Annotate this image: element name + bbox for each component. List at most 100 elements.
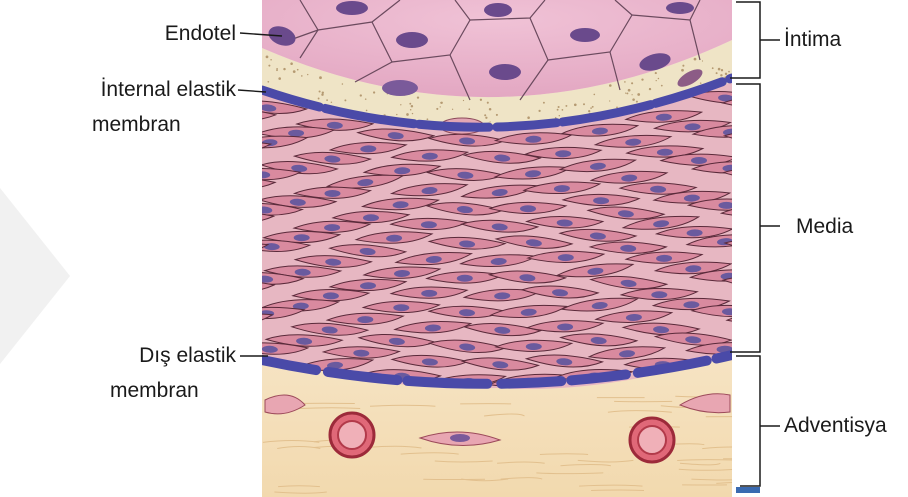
texture-dot [558, 106, 560, 108]
adventitia-vessel-right [630, 418, 674, 462]
texture-dot [632, 94, 633, 95]
texture-dot [487, 102, 489, 104]
texture-dot [543, 102, 545, 104]
texture-dot [440, 106, 441, 107]
muscle-nucleus [198, 117, 214, 124]
muscle-nucleus [190, 252, 206, 260]
muscle-nucleus [753, 279, 770, 287]
muscle-nucleus [754, 243, 771, 252]
smooth-muscle-cell [164, 146, 240, 160]
texture-dot [360, 94, 362, 96]
texture-dot [342, 83, 344, 85]
smooth-muscle-cell [723, 97, 799, 108]
texture-dot [452, 109, 453, 110]
texture-dot [574, 103, 577, 106]
texture-dot [609, 84, 612, 87]
texture-dot [409, 103, 411, 105]
texture-dot [728, 71, 730, 73]
muscle-nucleus [225, 144, 241, 151]
texture-dot [293, 70, 296, 73]
texture-dot [527, 116, 530, 119]
muscle-nucleus [226, 317, 243, 325]
muscle-nucleus [363, 214, 379, 221]
texture-dot [489, 108, 492, 111]
texture-dot [366, 110, 368, 112]
texture-dot [718, 68, 721, 71]
label-dis-elastic-line1: Dış elastik [60, 342, 236, 369]
texture-dot [267, 81, 269, 83]
muscle-nucleus [191, 183, 207, 191]
smooth-muscle-cell [727, 310, 803, 325]
texture-dot [319, 76, 322, 79]
smooth-muscle-cell [196, 311, 273, 329]
smooth-muscle-cell [195, 141, 271, 154]
texture-dot [417, 96, 419, 98]
muscle-nucleus [222, 246, 238, 254]
texture-dot [609, 100, 610, 101]
muscle-nucleus [754, 135, 770, 143]
muscle-nucleus [324, 190, 340, 197]
texture-dot [661, 85, 663, 87]
muscle-nucleus [294, 234, 310, 241]
texture-dot [321, 93, 323, 95]
texture-dot [559, 115, 560, 116]
texture-dot [720, 74, 722, 76]
right-brackets [730, 2, 780, 486]
texture-dot [331, 102, 332, 103]
texture-dot [632, 98, 635, 101]
texture-dot [290, 62, 293, 65]
texture-dot [681, 69, 684, 72]
texture-dot [721, 69, 723, 71]
label-intima: İntima [784, 26, 841, 53]
texture-dot [658, 78, 660, 80]
muscle-nucleus [753, 100, 769, 107]
texture-dot [656, 80, 657, 81]
texture-dot [624, 81, 626, 83]
texture-dot [655, 72, 657, 74]
texture-dot [631, 82, 633, 84]
texture-dot [590, 107, 592, 109]
label-internal-elastic-line2: membran [92, 111, 181, 138]
fibroblast-nuclei [450, 434, 470, 442]
texture-dot [592, 106, 594, 108]
texture-dot [344, 99, 346, 101]
smooth-muscle-cell [724, 129, 801, 146]
texture-dot [427, 118, 429, 120]
texture-dot [625, 92, 626, 93]
texture-dot [489, 121, 490, 122]
texture-dot [326, 99, 328, 101]
muscle-nucleus [197, 289, 214, 298]
muscle-nucleus [229, 180, 245, 188]
texture-dot [712, 67, 714, 69]
texture-dot [400, 104, 401, 105]
texture-dot [412, 113, 413, 114]
texture-dot [270, 59, 272, 61]
muscle-nucleus [520, 205, 536, 212]
texture-dot [694, 58, 697, 61]
texture-dot [716, 72, 718, 74]
texture-dot [565, 105, 567, 107]
texture-dot [365, 98, 367, 100]
artery-wall-panel [159, 0, 803, 497]
texture-dot [480, 99, 482, 101]
muscle-nucleus [753, 171, 769, 179]
texture-dot [485, 117, 487, 119]
texture-dot [702, 60, 703, 61]
corner-mark [736, 487, 760, 493]
texture-dot [649, 88, 651, 90]
texture-dot [436, 108, 438, 110]
texture-dot [588, 110, 590, 112]
muscle-nucleus [189, 217, 205, 224]
texture-dot [276, 68, 278, 70]
texture-dot [297, 69, 299, 71]
smooth-muscle-cell [723, 274, 800, 292]
texture-dot [628, 89, 631, 92]
texture-dot [410, 109, 412, 111]
texture-dot [266, 56, 269, 59]
texture-dot [373, 91, 375, 93]
texture-dot [301, 75, 303, 77]
texture-dot [406, 113, 409, 116]
texture-dot [440, 102, 442, 104]
label-adventisya: Adventisya [784, 412, 887, 439]
smooth-muscle-cell [159, 214, 235, 226]
